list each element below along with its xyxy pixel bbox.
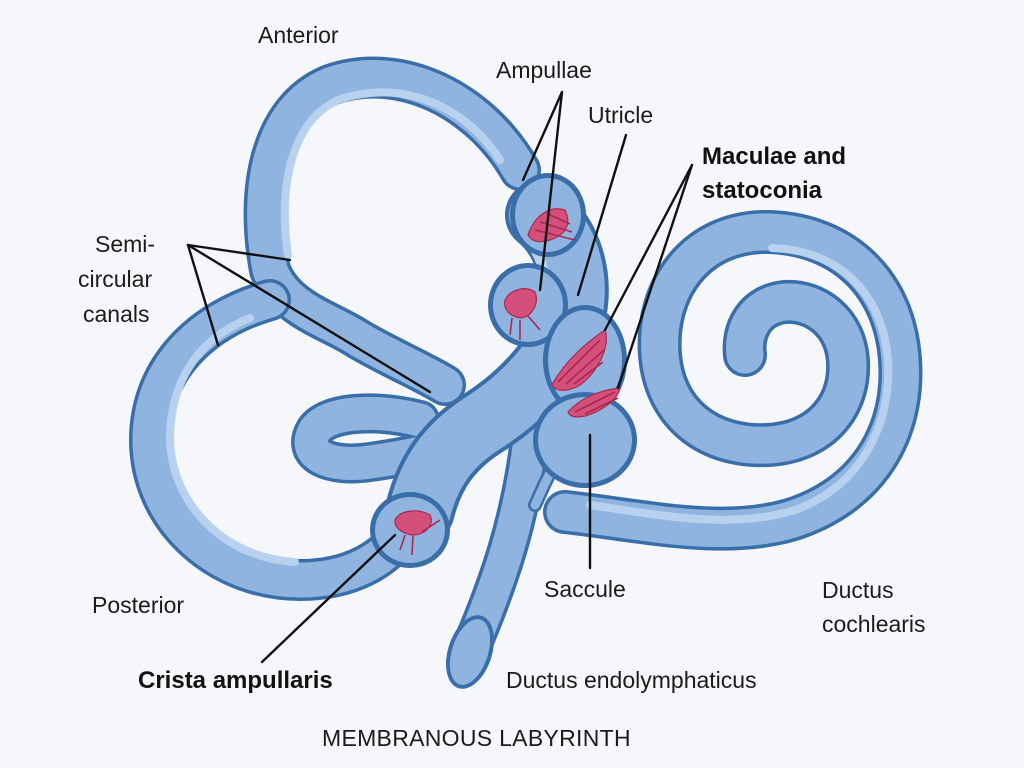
label-ductus-endolymphaticus: Ductus endolymphaticus <box>506 667 757 693</box>
label-crista-ampullaris: Crista ampullaris <box>138 667 333 694</box>
crista-posterior-patch <box>394 510 441 556</box>
label-saccule: Saccule <box>544 576 626 602</box>
label-maculae-line2: statoconia <box>702 177 823 204</box>
text-labels: Anterior Ampullae Utricle Maculae and st… <box>78 22 926 751</box>
ductus-endolymphaticus-shape <box>446 420 567 689</box>
leader-ampullae-2 <box>538 90 564 292</box>
label-posterior: Posterior <box>92 592 184 618</box>
anterior-canal-shape <box>243 56 541 406</box>
leader-utricle <box>576 133 628 297</box>
labyrinth-structures <box>129 56 923 689</box>
leader-semi-1 <box>186 243 292 262</box>
label-ampullae: Ampullae <box>496 57 592 83</box>
label-semicircular-line1: Semi- <box>95 231 155 257</box>
label-semicircular-line3: canals <box>83 301 149 327</box>
label-maculae-line1: Maculae and <box>702 143 846 170</box>
leader-lines <box>186 90 694 664</box>
label-utricle: Utricle <box>588 102 653 128</box>
crista-lateral-patch <box>504 288 541 340</box>
macula-utricle-patch <box>551 329 607 391</box>
diagram-caption: MEMBRANOUS LABYRINTH <box>322 725 631 751</box>
posterior-canal-shape <box>129 279 426 601</box>
label-ductus-cochlearis-line1: Ductus <box>822 577 894 603</box>
saccule-shape <box>533 392 637 488</box>
label-anterior: Anterior <box>258 22 339 48</box>
leader-maculae-1 <box>603 163 694 332</box>
macula-saccule-patch <box>567 387 621 418</box>
ductus-cochlearis-shape <box>543 210 923 551</box>
leader-semi-2 <box>186 243 432 394</box>
label-semicircular-line2: circular <box>78 266 152 292</box>
leader-maculae-2 <box>616 163 694 390</box>
label-ductus-cochlearis-line2: cochlearis <box>822 611 926 637</box>
leader-crista <box>260 533 397 664</box>
leader-semi-3 <box>186 243 220 347</box>
leader-ampullae-1 <box>521 90 564 182</box>
